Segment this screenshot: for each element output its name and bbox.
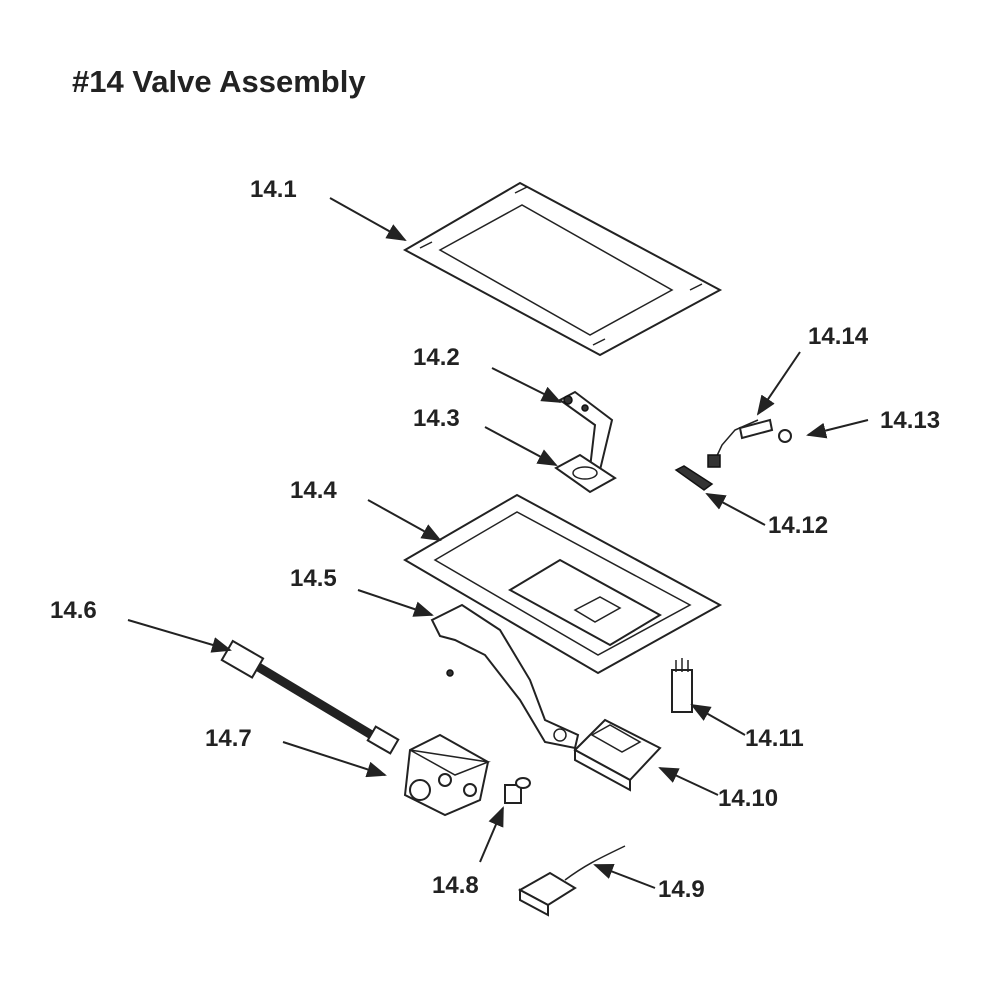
callout-14-13: 14.13 xyxy=(880,407,940,434)
part-14-12-14-pilot xyxy=(674,418,792,491)
callout-14-11: 14.11 xyxy=(745,725,804,752)
arrow-14-9 xyxy=(593,863,656,889)
part-14-1-plate xyxy=(402,181,723,357)
arrow-14-12 xyxy=(705,493,766,526)
arrow-14-4 xyxy=(367,499,442,541)
callout-14-3: 14.3 xyxy=(413,405,460,432)
callout-14-9: 14.9 xyxy=(658,876,705,903)
part-14-7-valve xyxy=(403,733,491,817)
callout-labels: 14.1 14.2 14.3 14.4 14.5 14.6 14.7 14.8 … xyxy=(50,176,940,903)
arrow-14-5 xyxy=(357,589,434,617)
arrow-14-1 xyxy=(329,197,407,241)
page-title: #14 Valve Assembly xyxy=(72,64,366,99)
arrow-14-10 xyxy=(658,767,719,796)
callout-14-14: 14.14 xyxy=(808,323,869,350)
arrow-14-14 xyxy=(756,351,801,416)
part-14-8-fitting xyxy=(504,777,531,804)
callout-14-2: 14.2 xyxy=(413,344,460,371)
callout-14-5: 14.5 xyxy=(290,565,337,592)
arrow-14-13 xyxy=(806,419,869,439)
callout-14-10: 14.10 xyxy=(718,785,778,812)
part-14-11-switch xyxy=(671,658,693,713)
arrow-14-7 xyxy=(282,741,387,778)
callout-14-7: 14.7 xyxy=(205,725,252,752)
arrow-14-6 xyxy=(127,619,232,653)
leader-arrows xyxy=(127,197,869,889)
callout-14-6: 14.6 xyxy=(50,597,97,624)
part-14-10-module xyxy=(573,718,662,792)
part-14-5-bracket xyxy=(430,603,580,750)
part-14-9-battery-pack xyxy=(517,845,626,917)
arrow-14-8 xyxy=(479,806,504,863)
callout-14-12: 14.12 xyxy=(768,512,828,539)
callout-14-8: 14.8 xyxy=(432,872,479,899)
arrow-14-11 xyxy=(690,704,746,736)
arrow-14-2 xyxy=(491,367,562,403)
part-14-4-pan xyxy=(403,493,723,675)
arrow-14-3 xyxy=(484,426,558,466)
callout-14-4: 14.4 xyxy=(290,477,337,504)
part-14-3-gasket xyxy=(554,453,617,494)
callout-14-1: 14.1 xyxy=(250,176,297,203)
